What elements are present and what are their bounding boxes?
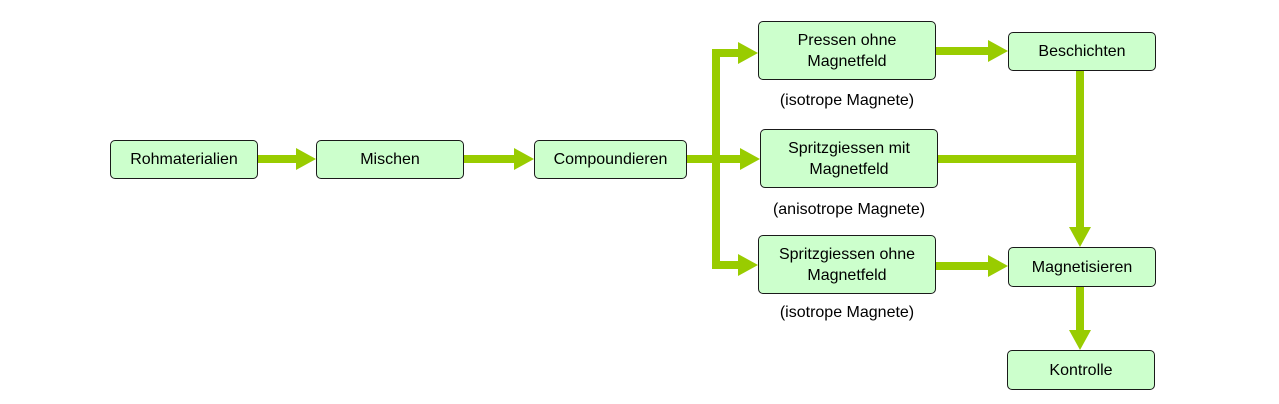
arrowhead <box>1069 227 1091 247</box>
arrowhead <box>988 255 1008 277</box>
arrowhead <box>740 148 760 170</box>
node-pressen-ohne-magnetfeld: Pressen ohne Magnetfeld <box>758 21 936 80</box>
node-kontrolle: Kontrolle <box>1007 350 1155 390</box>
arrowhead <box>296 148 316 170</box>
arrowhead <box>988 40 1008 62</box>
note-isotrope-magnete: (isotrope Magnete) <box>779 304 915 321</box>
arrow-compoundieren-spritz-ohne <box>712 159 738 269</box>
node-magnetisieren: Magnetisieren <box>1008 247 1156 287</box>
arrowhead <box>1069 330 1091 350</box>
note-anisotrope-magnete: (anisotrope Magnete) <box>772 201 926 218</box>
node-rohmaterialien: Rohmaterialien <box>110 140 258 179</box>
node-mischen: Mischen <box>316 140 464 179</box>
node-spritzgiessen-mit-magnetfeld: Spritzgiessen mit Magnetfeld <box>760 129 938 188</box>
arrowhead <box>738 42 758 64</box>
arrowhead <box>738 254 758 276</box>
arrow-compoundieren-pressen <box>687 49 738 163</box>
arrowhead <box>514 148 534 170</box>
node-beschichten: Beschichten <box>1008 32 1156 71</box>
node-spritzgiessen-ohne-magnetfeld: Spritzgiessen ohne Magnetfeld <box>758 235 936 294</box>
node-compoundieren: Compoundieren <box>534 140 687 179</box>
note-isotrope-magnete: (isotrope Magnete) <box>779 92 915 109</box>
